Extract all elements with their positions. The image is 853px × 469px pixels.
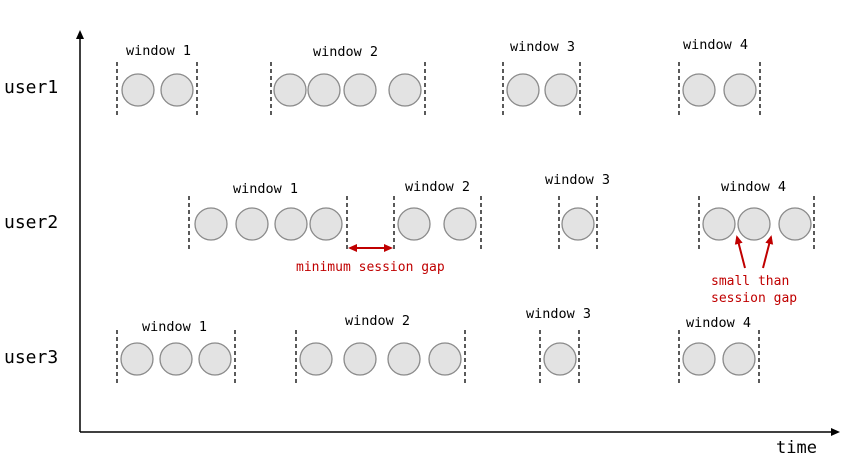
event-circle [397, 207, 431, 241]
event-circle [544, 73, 578, 107]
user2-window-3: window 3 [545, 172, 610, 250]
event-circle [343, 342, 377, 376]
user3-window-2: window 2 [295, 313, 466, 384]
window-label: window 3 [526, 306, 591, 322]
x-axis-label: time [776, 438, 817, 458]
user3-window-4: window 4 [678, 315, 760, 384]
user2-window-2: window 2 [393, 179, 482, 250]
window-label: window 4 [686, 315, 751, 331]
user1-window-2: window 2 [270, 44, 426, 116]
event-circle [194, 207, 228, 241]
event-circle [682, 342, 716, 376]
window-label: window 2 [345, 313, 410, 329]
user1-window-3: window 3 [502, 39, 581, 116]
event-circle [388, 73, 422, 107]
event-circle [506, 73, 540, 107]
event-circle [543, 342, 577, 376]
small-gap-label-line2: session gap [711, 291, 797, 306]
event-circle [120, 342, 154, 376]
event-circle [160, 73, 194, 107]
window-label: window 1 [233, 181, 298, 197]
user2-window-4: window 4 [698, 179, 815, 250]
window-label: window 2 [313, 44, 378, 60]
event-circle [121, 73, 155, 107]
small-gap-arrow-right [762, 235, 774, 269]
event-circle [723, 73, 757, 107]
event-circle [443, 207, 477, 241]
row-label-user2: user2 [4, 212, 58, 233]
event-circle [198, 342, 232, 376]
event-circle [343, 73, 377, 107]
gap-label: minimum session gap [296, 260, 445, 275]
window-label: window 3 [545, 172, 610, 188]
event-circle [309, 207, 343, 241]
user3-window-1: window 1 [116, 319, 236, 384]
event-circle [274, 207, 308, 241]
small-gap-label-line1: small than [711, 274, 789, 289]
event-circle [299, 342, 333, 376]
row-label-user1: user1 [4, 77, 58, 98]
event-circle [702, 207, 736, 241]
event-circle [778, 207, 812, 241]
small-gap-arrow-left [734, 235, 746, 269]
window-label: window 1 [126, 43, 191, 59]
event-circle [737, 207, 771, 241]
event-circle [307, 73, 341, 107]
row-label-user3: user3 [4, 347, 58, 368]
event-circle [387, 342, 421, 376]
event-circle [561, 207, 595, 241]
user3-window-3: window 3 [526, 306, 591, 384]
window-label: window 1 [142, 319, 207, 335]
event-circle [159, 342, 193, 376]
event-circle [273, 73, 307, 107]
event-circle [428, 342, 462, 376]
window-label: window 4 [721, 179, 786, 195]
event-circle [682, 73, 716, 107]
window-label: window 3 [510, 39, 575, 55]
event-circle [235, 207, 269, 241]
event-circle [722, 342, 756, 376]
window-label: window 4 [683, 37, 748, 53]
user2-window-1: window 1 [188, 181, 348, 250]
user1-window-1: window 1 [116, 43, 198, 116]
user1-window-4: window 4 [678, 37, 761, 116]
window-label: window 2 [405, 179, 470, 195]
